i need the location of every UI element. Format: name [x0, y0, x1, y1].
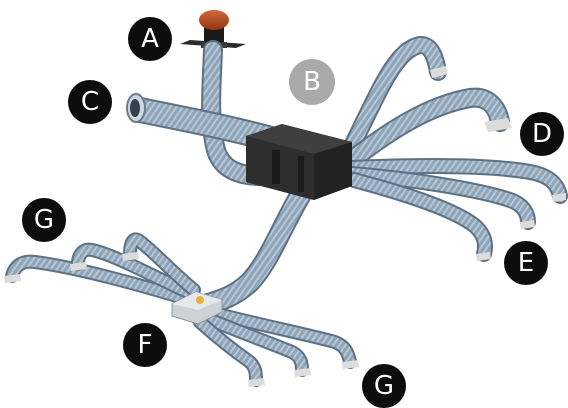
label-c: C [81, 87, 99, 117]
label-c-badge: C [68, 80, 112, 124]
label-g-upper: G [34, 205, 54, 235]
label-a-badge: A [128, 17, 172, 61]
central-unit [246, 124, 352, 200]
label-b: B [303, 67, 321, 97]
label-g-upper-badge: G [22, 198, 66, 242]
label-d-badge: D [520, 112, 564, 156]
label-a: A [141, 24, 159, 54]
label-d: D [532, 119, 552, 149]
inlet-c [127, 94, 145, 122]
label-e: E [518, 248, 534, 278]
label-g-lower-badge: G [362, 364, 406, 408]
label-b-badge: B [289, 59, 335, 105]
label-f-badge: F [123, 323, 167, 367]
label-f: F [138, 330, 153, 360]
label-g-lower: G [374, 371, 394, 401]
label-e-badge: E [504, 241, 548, 285]
